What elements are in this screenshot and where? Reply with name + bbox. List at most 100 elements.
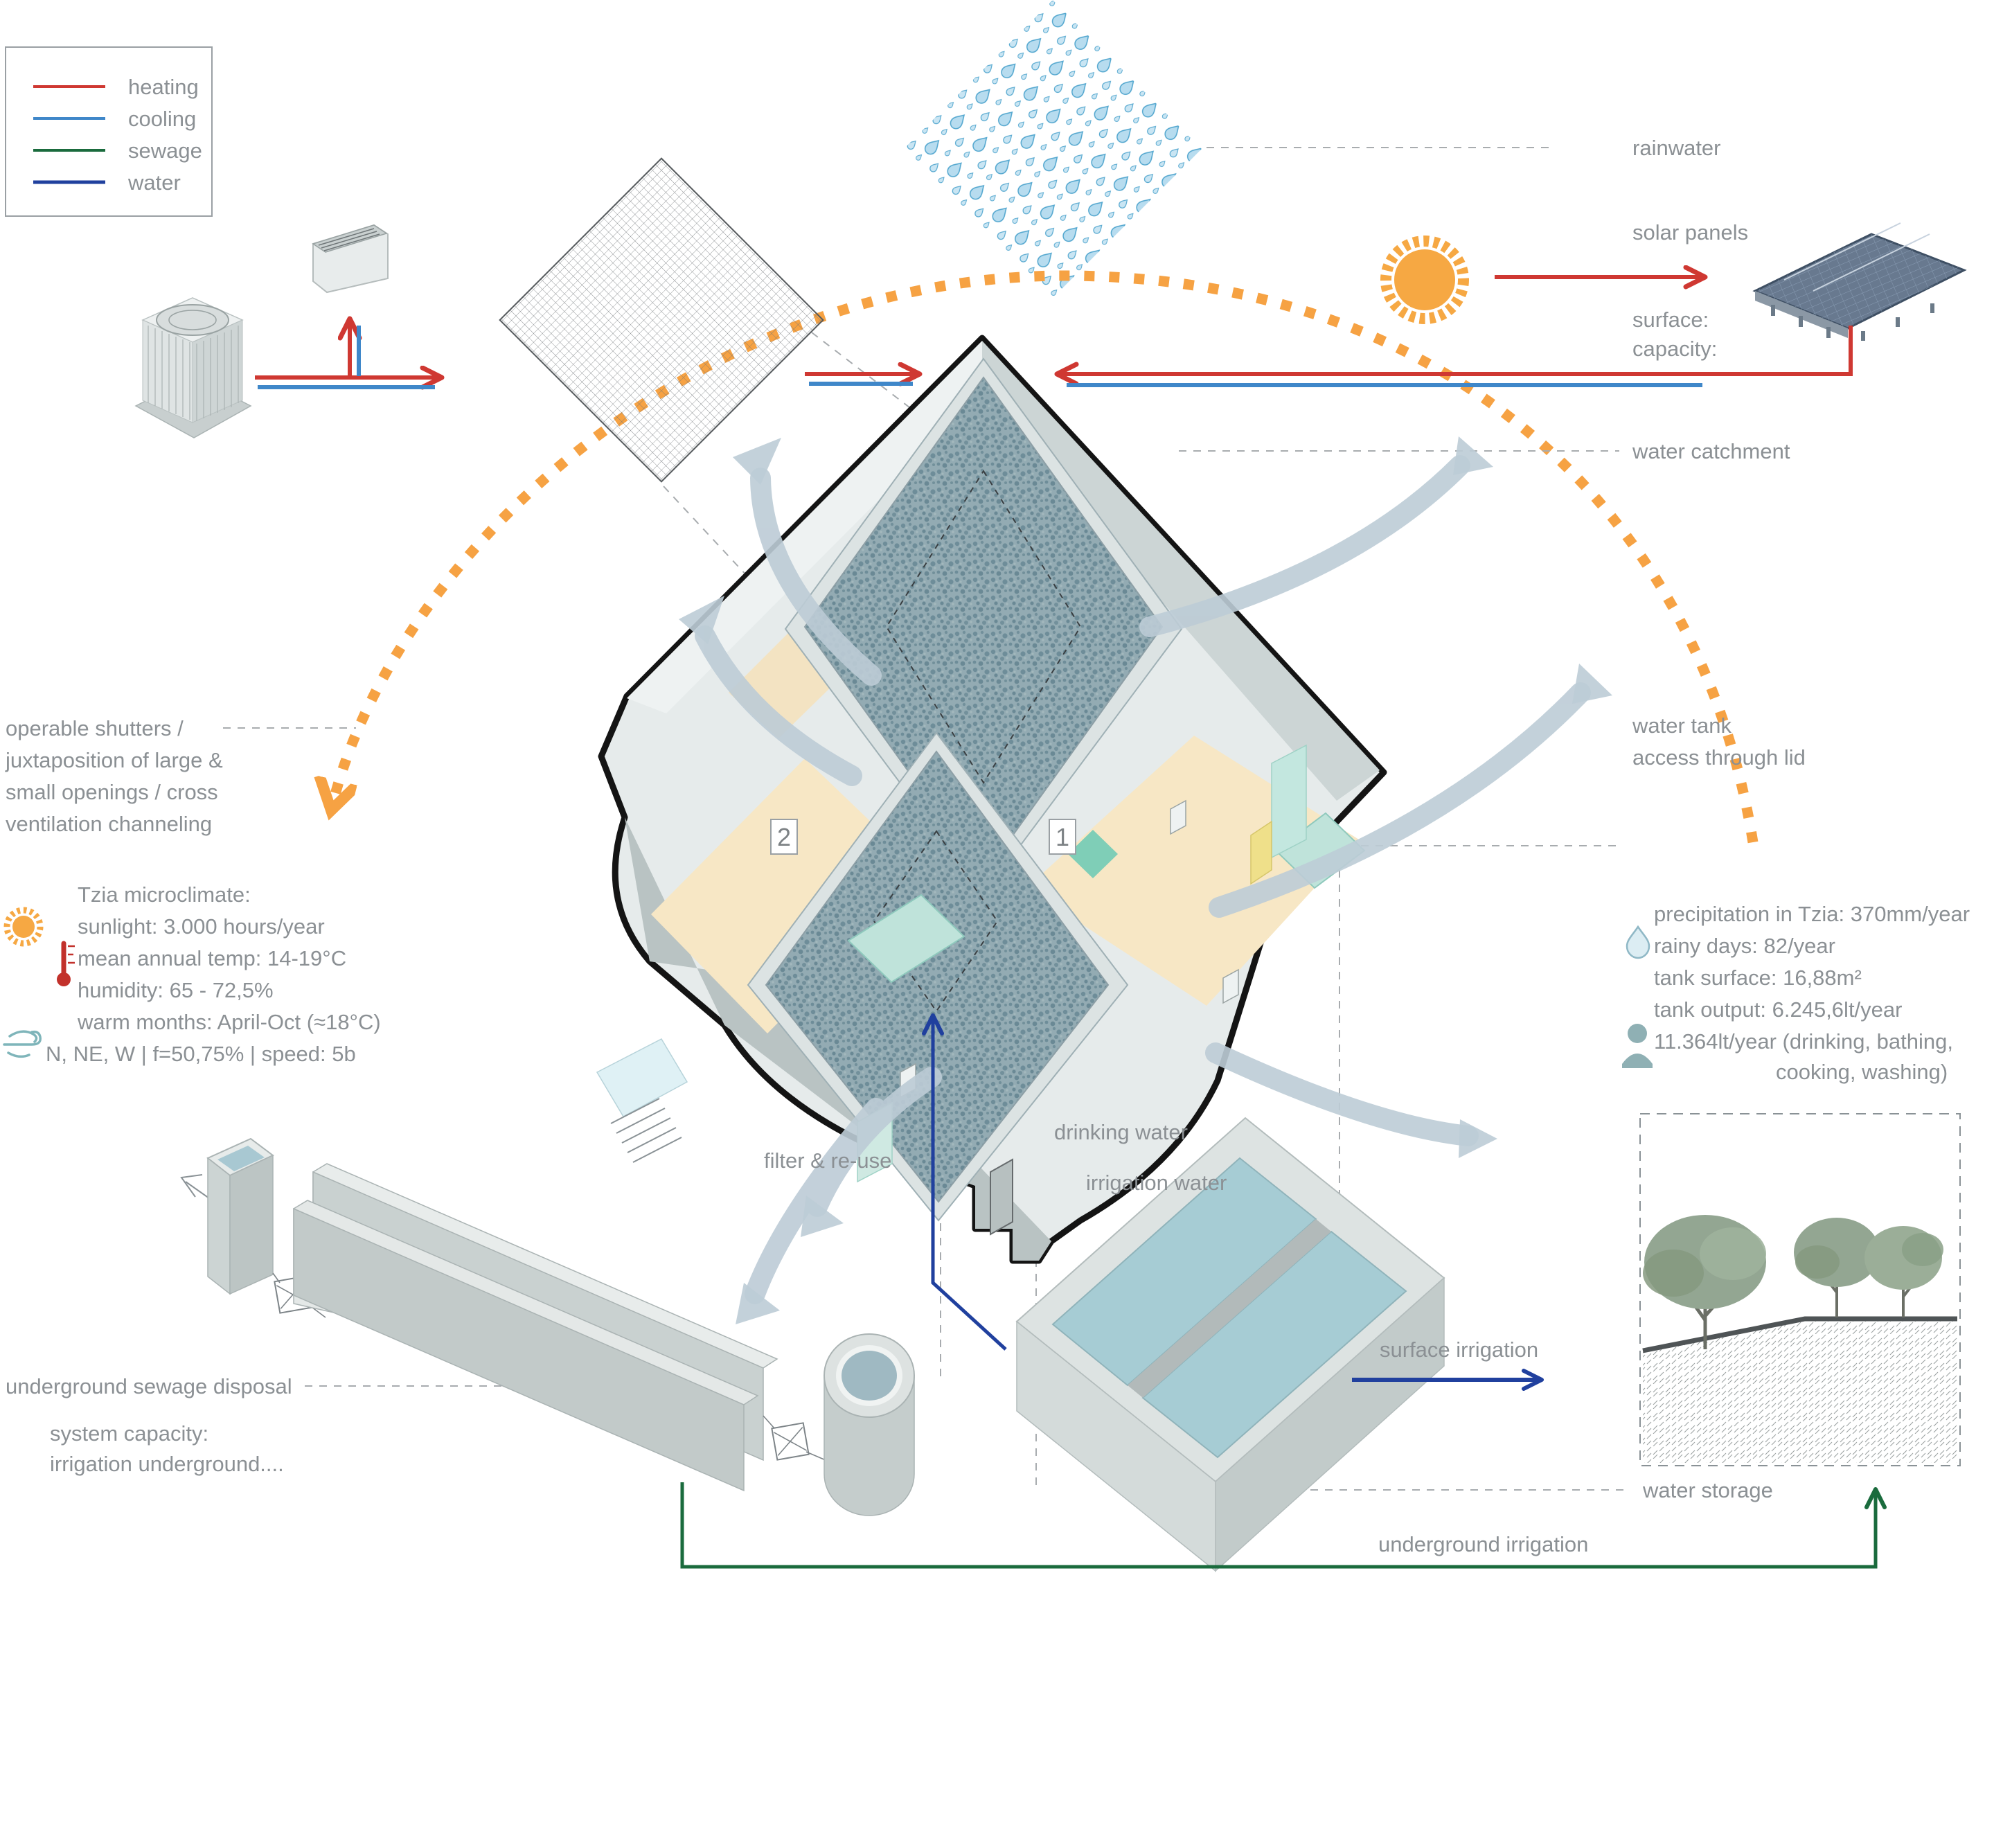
tank-divider xyxy=(1128,1219,1331,1398)
ground-line xyxy=(1642,1316,1957,1353)
wind-icon xyxy=(3,1030,42,1058)
shutters-line-1: operable shutters / xyxy=(6,716,184,740)
vent-head-5 xyxy=(736,1283,780,1324)
sewage-line-underground-irrigation xyxy=(680,1482,1887,1569)
legend-label-cooling: cooling xyxy=(128,107,196,131)
irrigation-field xyxy=(1639,1113,1961,1466)
vent-head-1 xyxy=(733,438,781,485)
microclimate-title: Tzia microclimate: xyxy=(78,882,251,907)
microclimate-temperature: mean annual temp: 14-19°C xyxy=(78,946,346,970)
teal-window-panel xyxy=(1271,744,1307,859)
house xyxy=(596,335,1387,1264)
vent-head-6 xyxy=(801,1196,844,1237)
valve-2 xyxy=(763,1415,826,1461)
marker-room-1: 1 xyxy=(1056,823,1069,851)
light-well xyxy=(596,1038,688,1118)
water-tank-box xyxy=(1015,1117,1445,1572)
microclimate-humidity: humidity: 65 - 72,5% xyxy=(78,978,274,1002)
vent-arrow-6 xyxy=(807,1067,942,1217)
label-solar-panels: solar panels xyxy=(1632,220,1748,245)
label-surface-irrigation: surface irrigation xyxy=(1380,1338,1538,1362)
cylinder-water xyxy=(842,1351,897,1401)
room-markers: 2 1 xyxy=(770,819,1076,855)
mesh-screen-panel xyxy=(499,157,824,483)
label-access-through-lid: access through lid xyxy=(1632,745,1806,770)
floor-room-2 xyxy=(651,758,925,1033)
teal-table xyxy=(1068,830,1118,878)
heating-line-panel-to-house xyxy=(1058,326,1853,374)
septic-leader-arrow xyxy=(180,1174,203,1198)
tree-2 xyxy=(1794,1218,1880,1317)
legend-label-sewage: sewage xyxy=(128,139,202,163)
heating-cooling-lines-left xyxy=(255,320,918,387)
stat-rainy-days: rainy days: 82/year xyxy=(1654,934,1835,958)
ac-unit-grille xyxy=(148,326,239,421)
mesh-screen xyxy=(499,157,824,483)
yellow-cabinet xyxy=(1250,820,1272,885)
thermometer-icon xyxy=(57,941,75,986)
water-stats: precipitation in Tzia: 370mm/year rainy … xyxy=(1622,902,1970,1084)
water-drop-icon xyxy=(1626,925,1650,959)
door xyxy=(990,1158,1013,1236)
person-icon xyxy=(1622,1024,1653,1068)
shutters-line-4: ventilation channeling xyxy=(6,812,212,836)
slab-front-front xyxy=(293,1207,745,1492)
solar-panel-edge xyxy=(1755,291,1848,338)
rain-drops-icon xyxy=(904,0,1202,298)
vent-arrow-2 xyxy=(695,625,862,786)
inlet-tank-side xyxy=(229,1154,274,1295)
vent-arrow-4 xyxy=(1209,682,1591,918)
label-filter-reuse: filter & re-use xyxy=(764,1148,891,1173)
label-water-tank: water tank xyxy=(1632,713,1732,738)
ac-unit xyxy=(134,297,252,438)
water-line-filter-reuse xyxy=(922,1013,1007,1351)
marker-room-2: 2 xyxy=(777,823,791,851)
label-irrigation-underground: irrigation underground.... xyxy=(50,1452,284,1476)
label-capacity: capacity: xyxy=(1632,337,1717,361)
solar-panel xyxy=(1752,222,1967,341)
tree-3 xyxy=(1864,1226,1943,1317)
microclimate-warm-months: warm months: April-Oct (≈18°C) xyxy=(77,1010,381,1034)
solar-panel-grid xyxy=(1755,234,1964,328)
ac-fan-icon xyxy=(156,304,229,336)
shutters-note: operable shutters / juxtaposition of lar… xyxy=(5,716,223,836)
sun-rays xyxy=(1380,236,1469,324)
legend: heating cooling sewage water xyxy=(5,46,213,217)
microclimate-wind: N, NE, W | f=50,75% | speed: 5b xyxy=(46,1042,356,1066)
label-water-storage: water storage xyxy=(1642,1478,1773,1502)
label-irrigation-water: irrigation water xyxy=(1086,1171,1227,1195)
sun-small-icon xyxy=(3,907,44,947)
heating-cooling-lines-right xyxy=(1058,326,1853,387)
bed-left xyxy=(847,894,965,984)
stat-consumption-2: cooking, washing) xyxy=(1776,1060,1948,1084)
tank-front-right xyxy=(1215,1277,1445,1572)
marker-box-1 xyxy=(1049,819,1076,855)
ventilation-arrowheads xyxy=(679,436,1612,1324)
sun xyxy=(1380,236,1469,324)
label-system-capacity: system capacity: xyxy=(50,1421,208,1446)
window-opening-2 xyxy=(1222,968,1239,1004)
label-drinking-water: drinking water xyxy=(1054,1120,1188,1144)
tank-water-channel-2 xyxy=(1141,1230,1407,1459)
legend-label-heating: heating xyxy=(128,75,199,99)
vent-head-3 xyxy=(1453,436,1493,475)
vent-head-4 xyxy=(1572,664,1612,704)
vent-arrow-1 xyxy=(750,468,882,686)
roof-hidden-edge-upper xyxy=(885,470,1082,784)
sun-path-arc xyxy=(332,270,1759,844)
vent-arrow-7 xyxy=(1205,1042,1479,1146)
marker-box-2 xyxy=(770,819,798,855)
stat-consumption-1: 11.364lt/year (drinking, bathing, xyxy=(1654,1029,1953,1054)
vent-head-2 xyxy=(679,596,724,644)
vent-head-7 xyxy=(1459,1119,1497,1158)
label-rainwater: rainwater xyxy=(1632,136,1721,160)
legend-label-water: water xyxy=(127,170,181,195)
ground-hatch xyxy=(1643,1319,1957,1463)
cylinder-tank xyxy=(824,1333,915,1516)
label-water-catchment: water catchment xyxy=(1632,439,1790,463)
label-underground-sewage-disposal: underground sewage disposal xyxy=(6,1374,292,1398)
house-right-wall xyxy=(982,341,1380,801)
label-surface: surface: xyxy=(1632,308,1709,332)
